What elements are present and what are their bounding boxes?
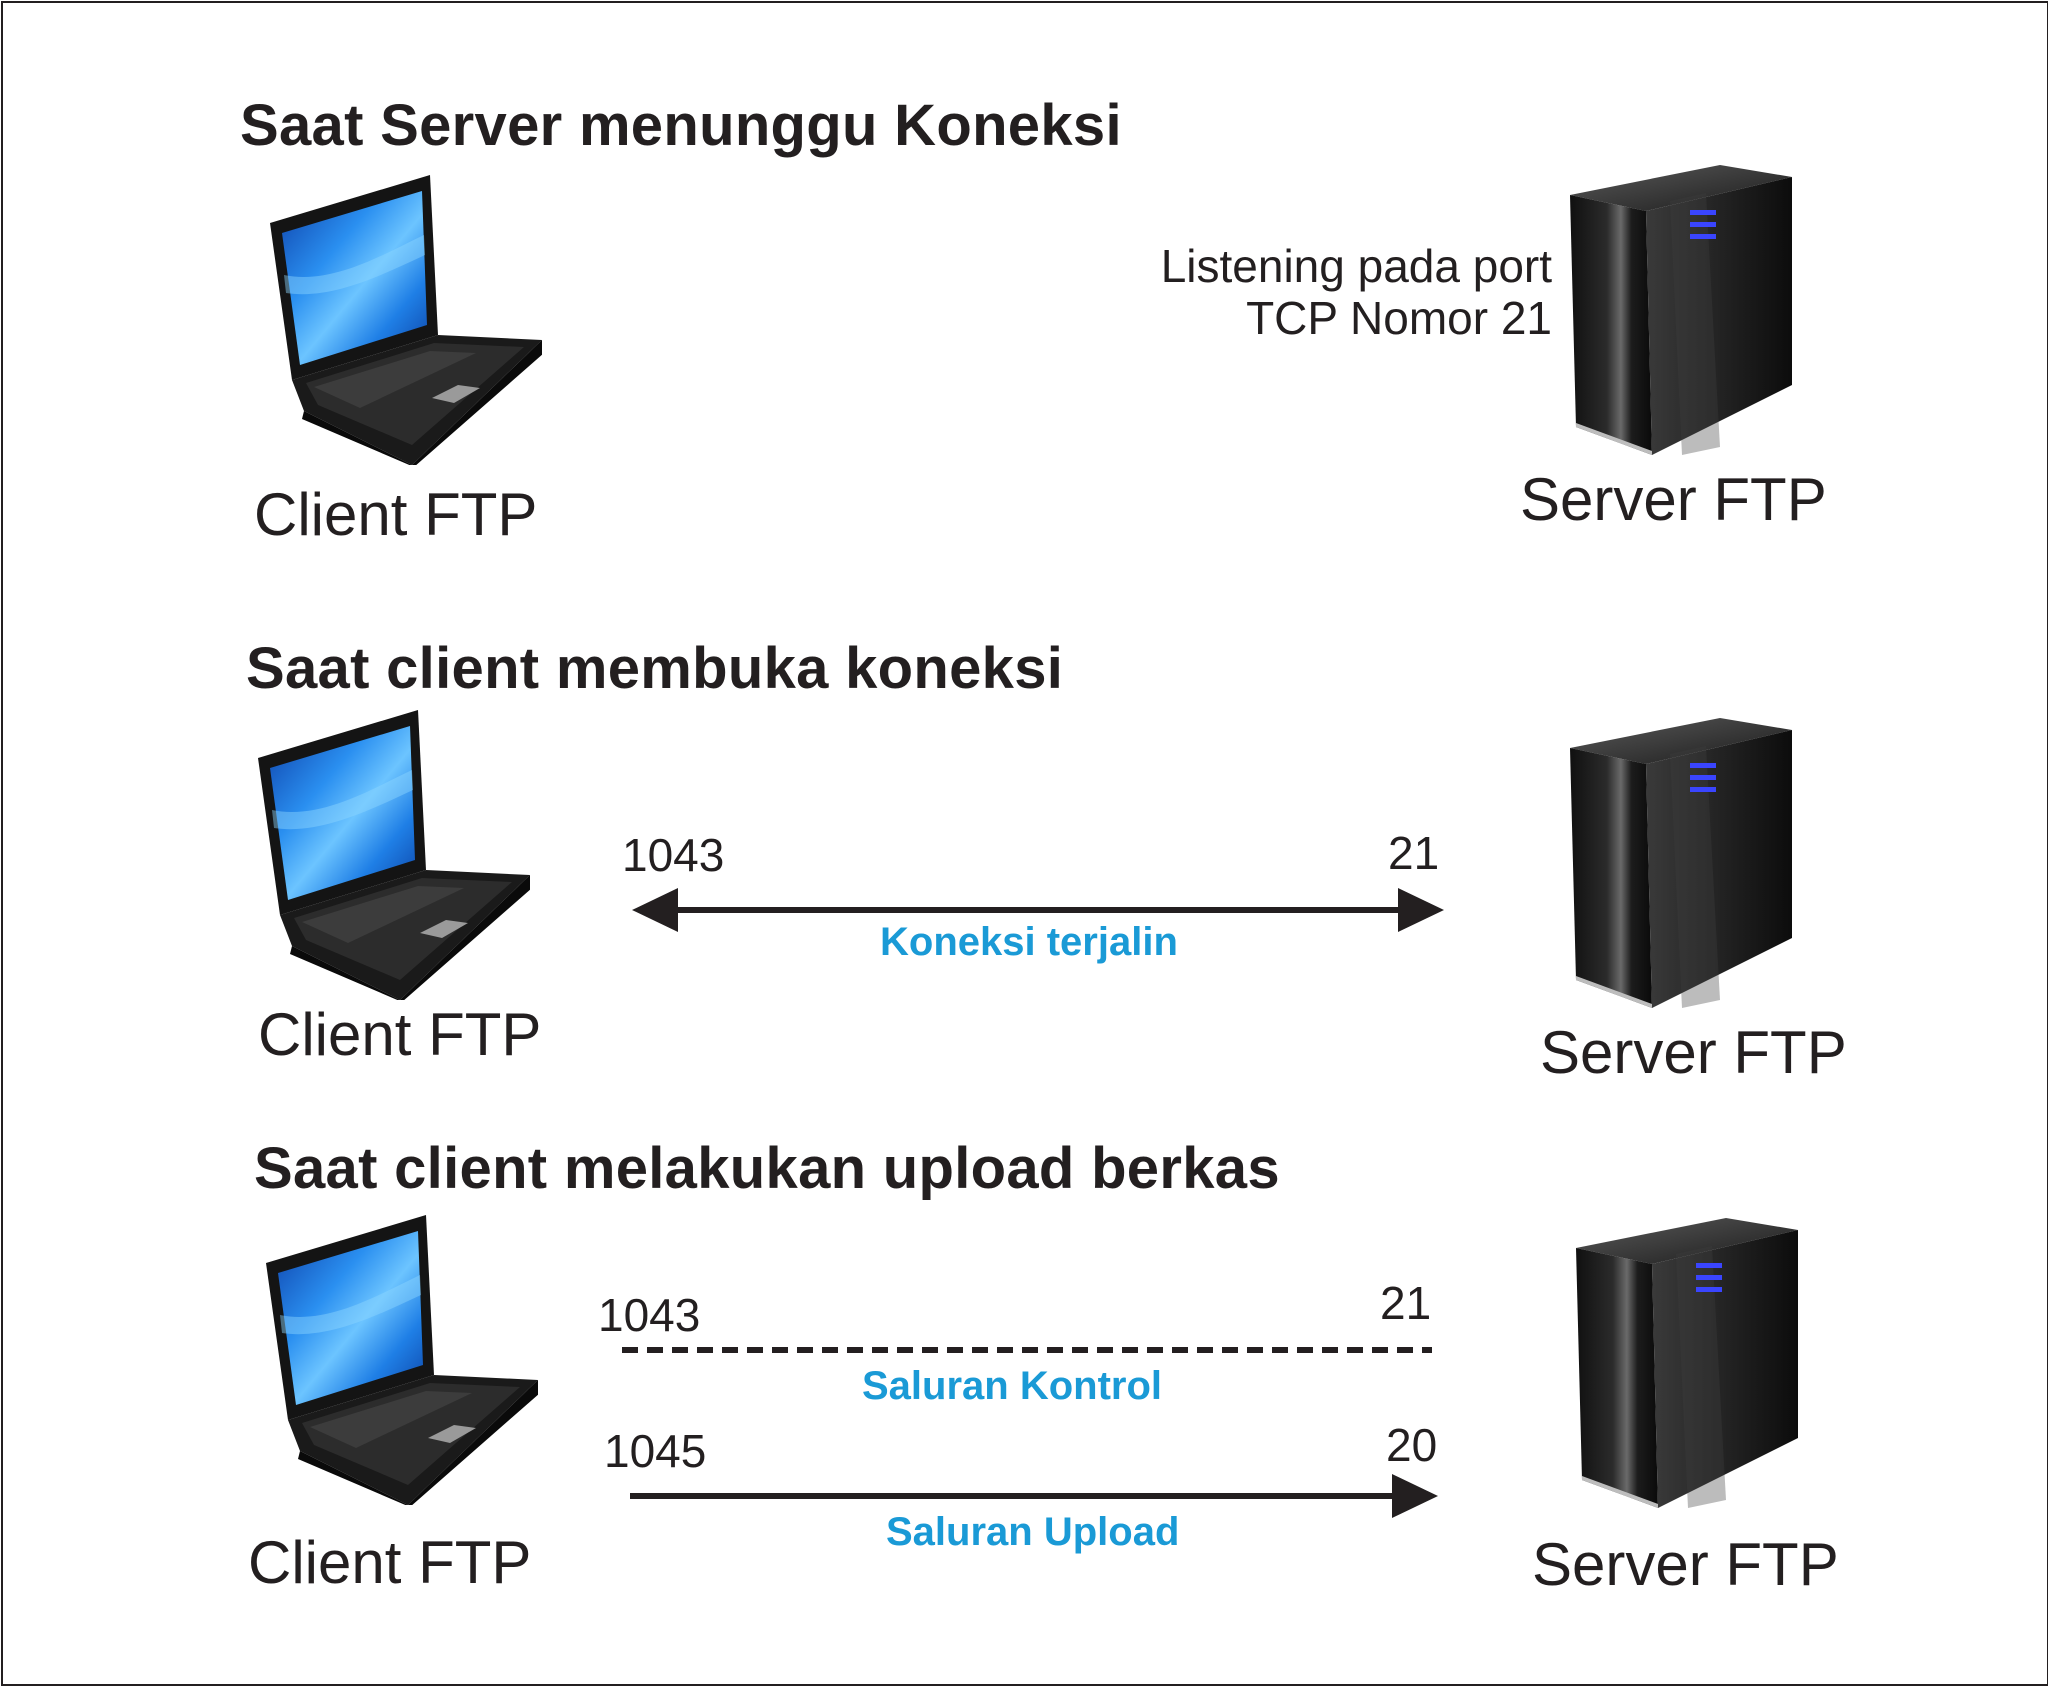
section-2-heading: Saat client membuka koneksi (246, 636, 1064, 701)
server-port: 21 (1388, 827, 1440, 879)
client-label: Client FTP (258, 1001, 542, 1068)
server-note-line-2: TCP Nomor 21 (1246, 292, 1552, 344)
server-note-line-1: Listening pada port (1160, 240, 1552, 292)
client-port: 1043 (622, 829, 725, 881)
upload-client-port: 1045 (604, 1425, 707, 1477)
control-channel-label: Saluran Kontrol (862, 1364, 1163, 1408)
control-server-port: 21 (1380, 1277, 1432, 1329)
control-client-port: 1043 (598, 1289, 701, 1341)
connection-label: Koneksi terjalin (880, 920, 1178, 964)
section-1-heading: Saat Server menunggu Koneksi (240, 93, 1122, 158)
server-label: Server FTP (1532, 1531, 1839, 1598)
server-label: Server FTP (1520, 466, 1827, 533)
server-note: Listening pada port TCP Nomor 21 (1161, 240, 1552, 344)
upload-server-port: 20 (1386, 1419, 1438, 1471)
client-label: Client FTP (248, 1529, 532, 1596)
section-3-heading: Saat client melakukan upload berkas (254, 1136, 1280, 1201)
server-tower-icon (1576, 1218, 1806, 1508)
upload-channel-label: Saluran Upload (886, 1510, 1180, 1554)
client-label: Client FTP (254, 481, 538, 548)
server-label: Server FTP (1540, 1019, 1847, 1086)
